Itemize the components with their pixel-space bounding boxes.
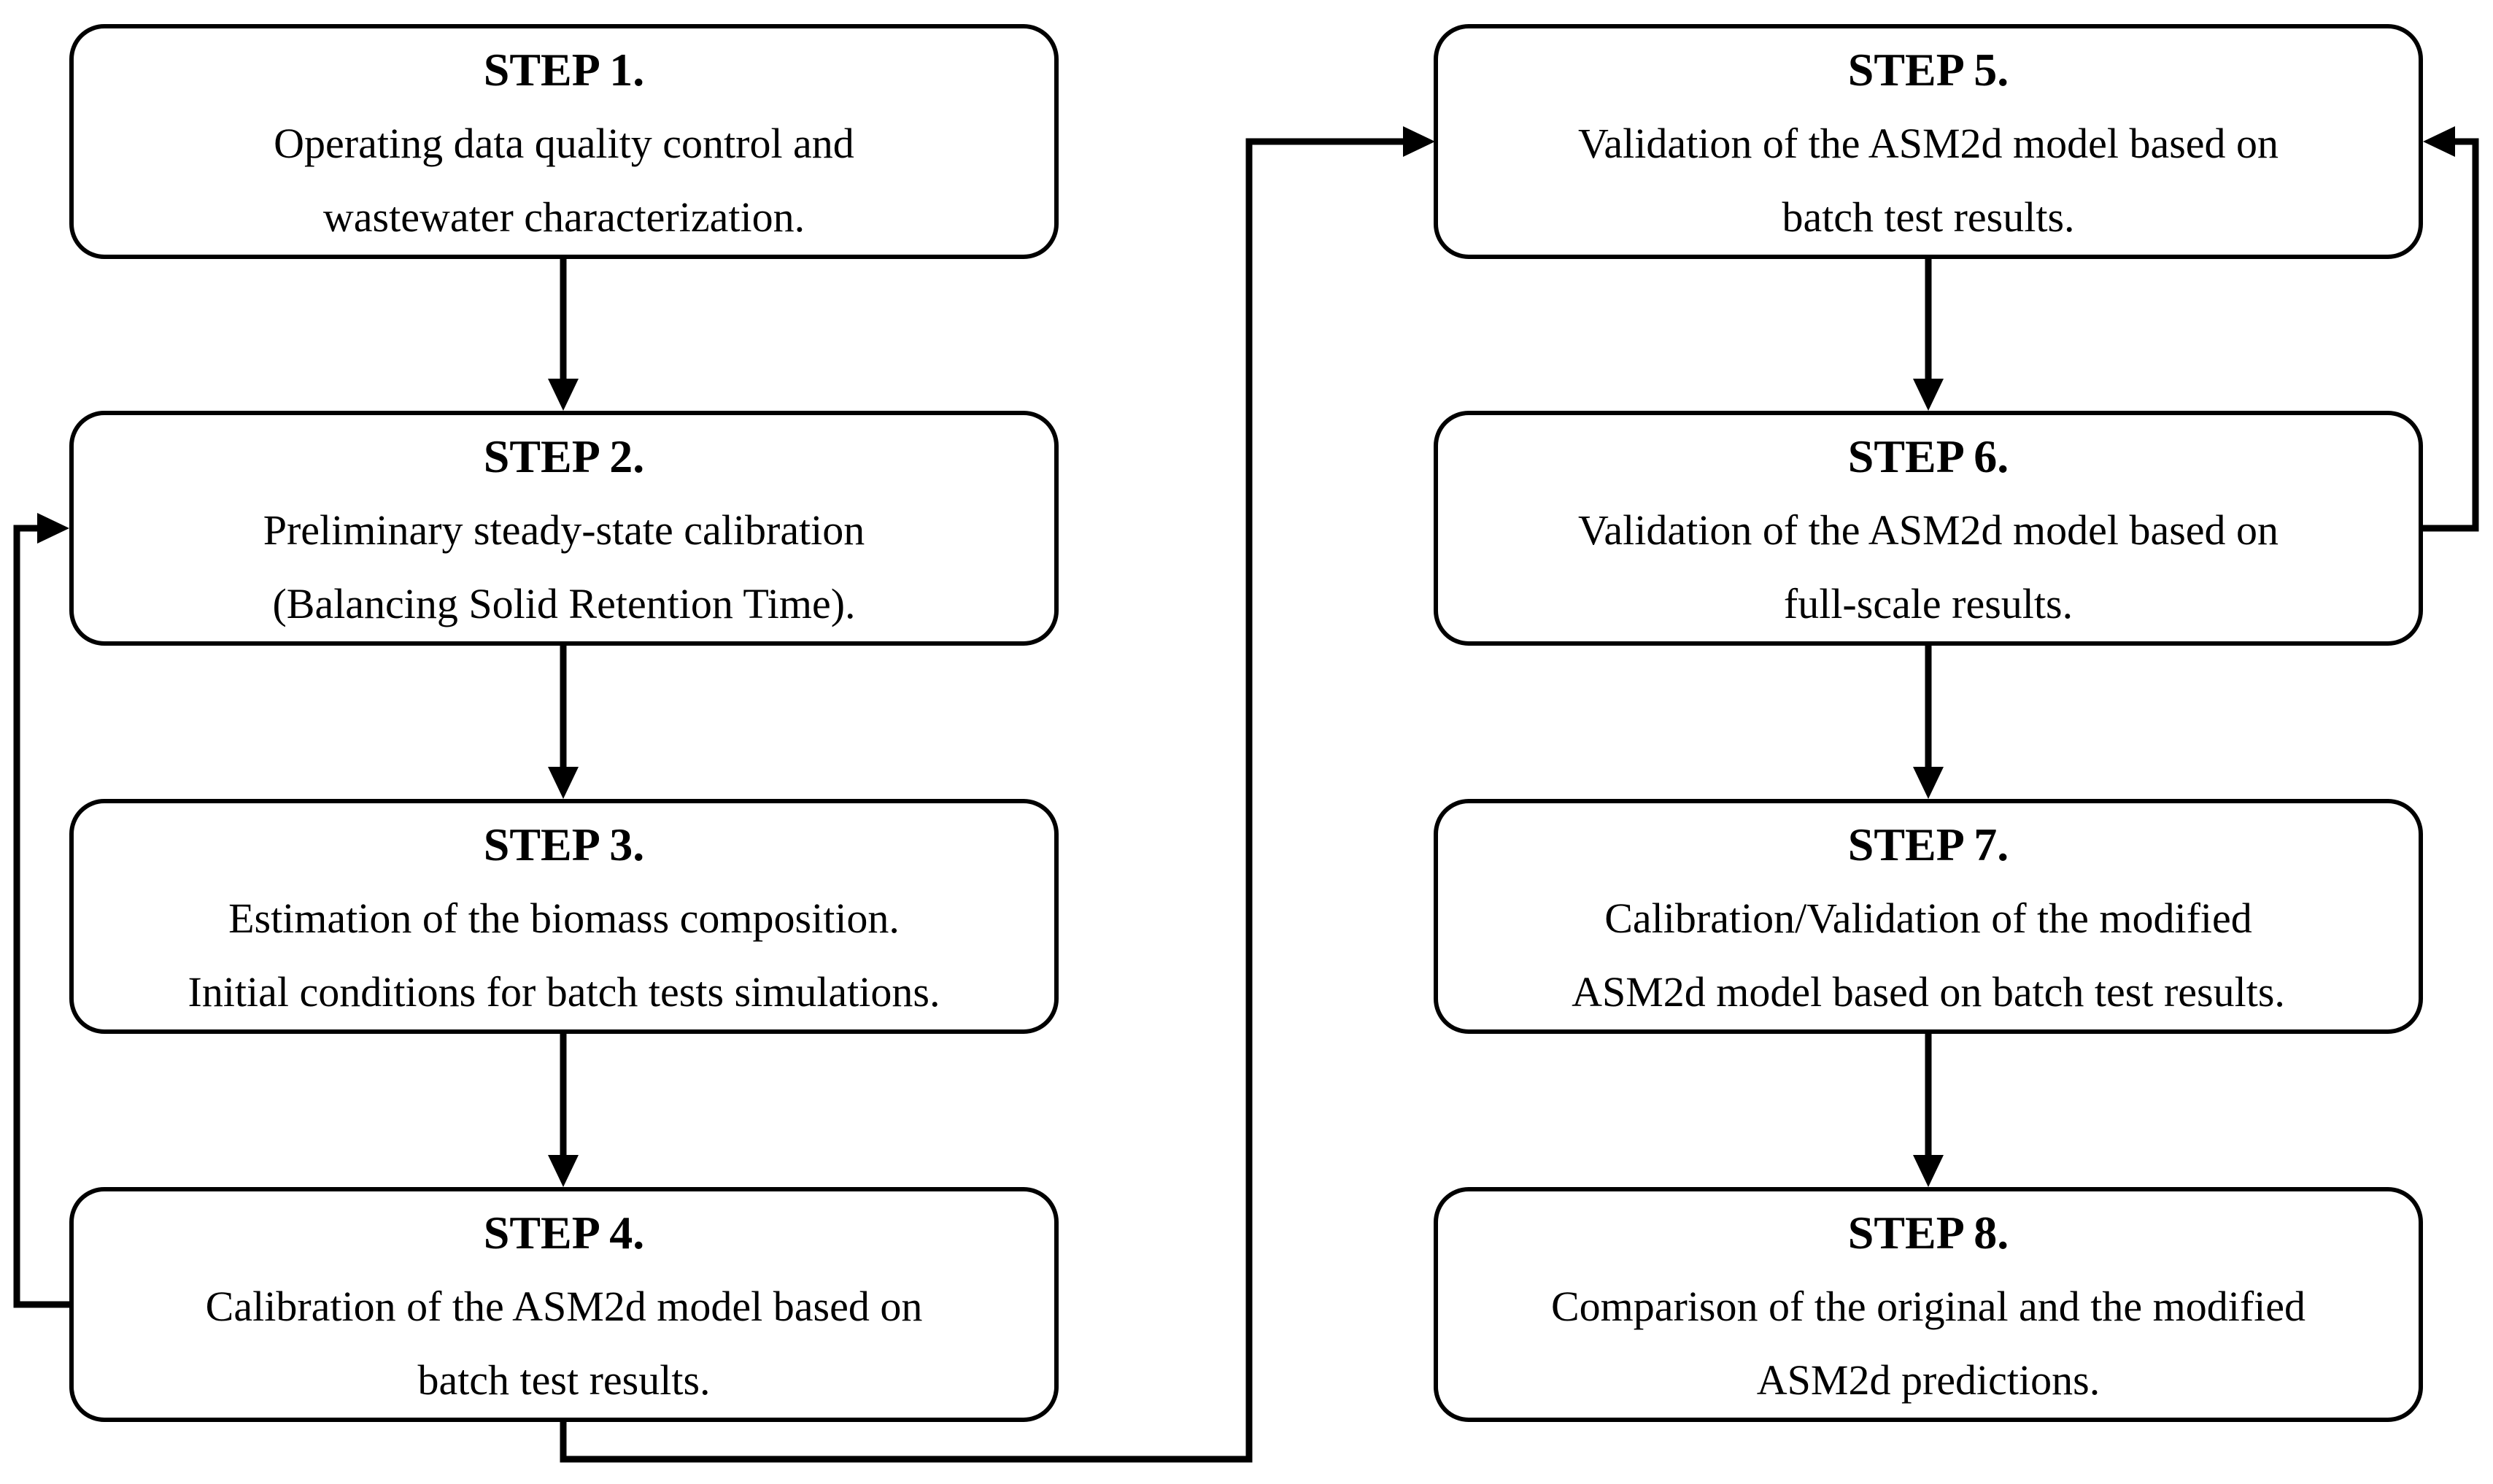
- step-8-text-line-2: ASM2d predictions.: [1756, 1356, 2100, 1404]
- connector-step4-to-step5: [560, 126, 1435, 1463]
- step-4-text-line-1: Calibration of the ASM2d model based on: [205, 1282, 923, 1330]
- step-5-title: STEP 5.: [1847, 43, 2009, 96]
- step-3-text-line-2: Initial conditions for batch tests simul…: [188, 967, 940, 1016]
- step-4-text-line-2: batch test results.: [417, 1356, 711, 1404]
- step-2-text-line-1: Preliminary steady-state calibration: [263, 506, 865, 554]
- feedback-step6-to-step5: [2423, 126, 2479, 532]
- step-2-box: STEP 2. Preliminary steady-state calibra…: [69, 411, 1059, 646]
- step-8-title: STEP 8.: [1847, 1206, 2009, 1259]
- step-7-text-line-1: Calibration/Validation of the modified: [1604, 894, 2252, 942]
- step-3-box: STEP 3. Estimation of the biomass compos…: [69, 799, 1059, 1034]
- step-1-box: STEP 1. Operating data quality control a…: [69, 24, 1059, 259]
- step-6-box: STEP 6. Validation of the ASM2d model ba…: [1434, 411, 2423, 646]
- step-7-text-line-2: ASM2d model based on batch test results.: [1572, 967, 2285, 1016]
- step-8-box: STEP 8. Comparison of the original and t…: [1434, 1187, 2423, 1422]
- arrow-step7-to-step8: [1913, 1034, 1944, 1187]
- arrow-step3-to-step4: [548, 1034, 579, 1187]
- step-1-title: STEP 1.: [483, 43, 645, 96]
- feedback-step4-to-step2: [13, 513, 69, 1308]
- step-7-box: STEP 7. Calibration/Validation of the mo…: [1434, 799, 2423, 1034]
- step-6-text-line-1: Validation of the ASM2d model based on: [1577, 506, 2279, 554]
- step-1-text-line-1: Operating data quality control and: [274, 119, 854, 167]
- step-2-title: STEP 2.: [483, 430, 645, 482]
- step-3-text-line-1: Estimation of the biomass composition.: [228, 894, 900, 942]
- step-8-text-line-1: Comparison of the original and the modif…: [1550, 1282, 2306, 1330]
- step-5-text-line-2: batch test results.: [1782, 193, 2075, 241]
- step-1-text-line-2: wastewater characterization.: [322, 193, 805, 241]
- step-4-box: STEP 4. Calibration of the ASM2d model b…: [69, 1187, 1059, 1422]
- step-6-text-line-2: full-scale results.: [1783, 579, 2073, 627]
- step-3-title: STEP 3.: [483, 818, 645, 870]
- arrow-step5-to-step6: [1913, 259, 1944, 411]
- arrow-step6-to-step7: [1913, 646, 1944, 799]
- arrow-step2-to-step3: [548, 646, 579, 799]
- step-6-title: STEP 6.: [1847, 430, 2009, 482]
- step-2-text-line-2: (Balancing Solid Retention Time).: [272, 579, 856, 627]
- step-5-text-line-1: Validation of the ASM2d model based on: [1577, 119, 2279, 167]
- arrow-step1-to-step2: [548, 259, 579, 411]
- step-5-box: STEP 5. Validation of the ASM2d model ba…: [1434, 24, 2423, 259]
- step-7-title: STEP 7.: [1847, 818, 2009, 870]
- step-4-title: STEP 4.: [483, 1206, 645, 1259]
